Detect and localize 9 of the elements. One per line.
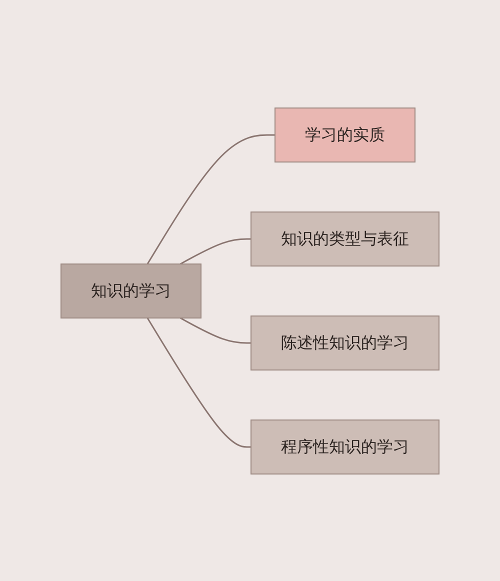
connector (146, 317, 251, 448)
node-box: 程序性知识的学习 (250, 419, 440, 474)
node-box: 学习的实质 (274, 107, 416, 162)
connector (180, 316, 251, 344)
connector (146, 134, 275, 264)
node-box: 知识的学习 (60, 263, 202, 318)
node-box: 知识的类型与表征 (250, 211, 440, 266)
connector (180, 238, 251, 264)
node-box: 陈述性知识的学习 (250, 315, 440, 370)
